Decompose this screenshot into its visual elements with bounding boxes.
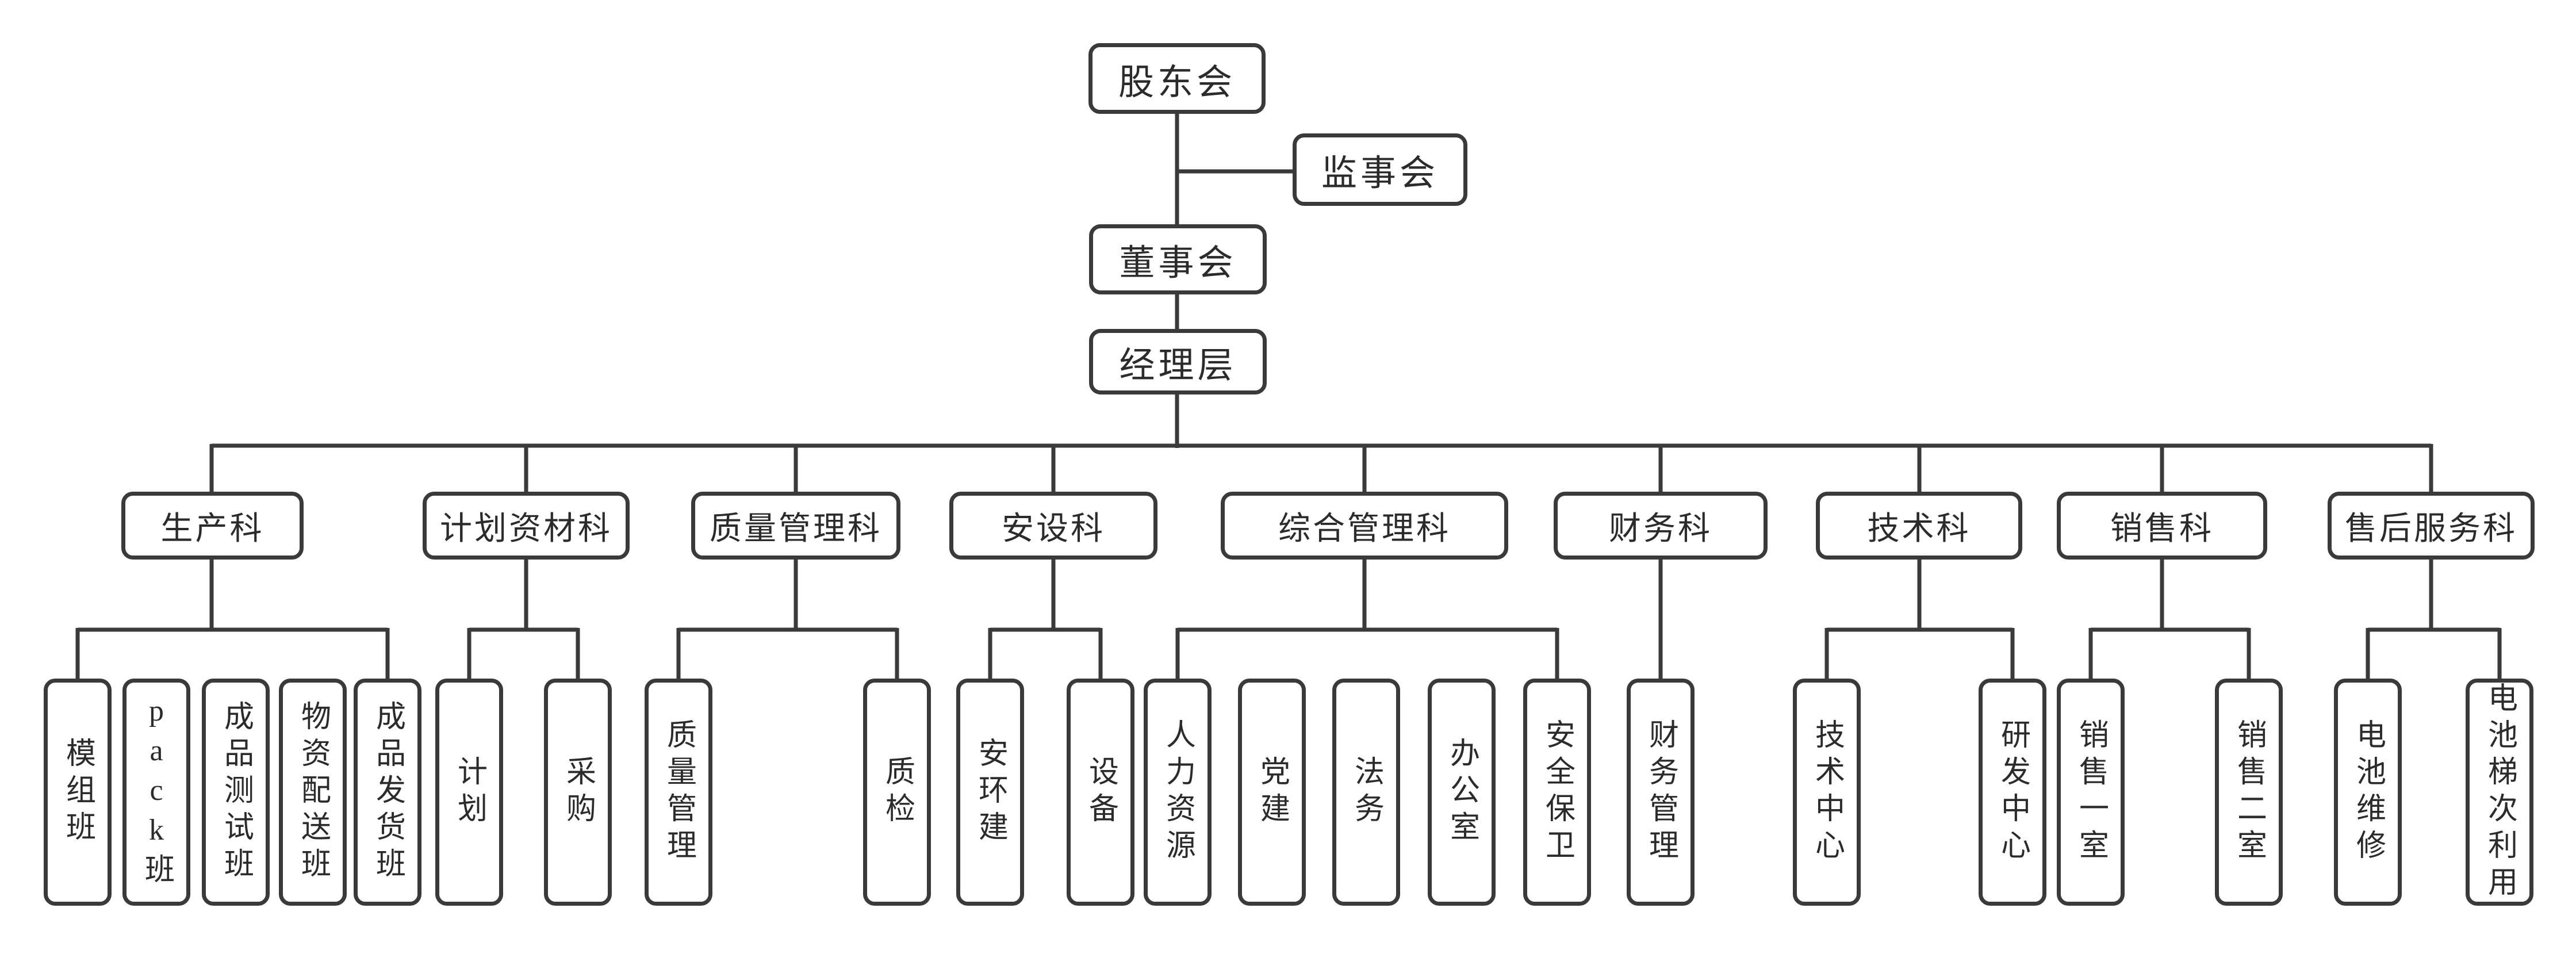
org-node-label: 安全保卫 [1540,718,1574,866]
org-unit: 技术中心 [1793,679,1861,906]
org-unit: 法务 [1332,679,1400,906]
org-unit: 办公室 [1428,679,1496,906]
org-node-label: 计划 [453,755,486,829]
org-dept-general-management: 综合管理科 [1221,492,1508,560]
org-unit: pack班 [122,679,190,906]
org-node-label: 党建 [1255,755,1289,829]
org-node-label: 电池维修 [2351,718,2385,866]
org-node-label: 监事会 [1321,154,1439,193]
org-unit: 安全保卫 [1523,679,1591,906]
org-node-label: 成品发货班 [371,700,404,884]
org-unit: 成品发货班 [354,679,421,906]
org-node-shareholders: 股东会 [1088,43,1266,114]
org-node-label: 安环建 [973,737,1007,848]
org-unit: 模组班 [44,679,112,906]
org-unit: 人力资源 [1144,679,1212,906]
connector-brackets [75,560,2502,679]
org-unit: 安环建 [956,679,1024,906]
org-node-label: pack班 [140,694,173,890]
org-unit: 采购 [544,679,612,906]
org-node-label: 成品测试班 [219,700,252,884]
org-node-supervisory-board: 监事会 [1293,133,1467,206]
org-node-label: 财务科 [1609,511,1712,547]
org-node-management: 经理层 [1089,329,1267,394]
org-node-label: 模组班 [61,737,94,848]
org-node-label: 人力资源 [1161,718,1194,866]
org-node-label: 采购 [561,755,595,829]
org-dept-production: 生产科 [121,492,304,560]
org-node-label: 技术科 [1867,511,1971,547]
org-node-label: 销售二室 [2232,718,2266,866]
org-node-label: 财务管理 [1644,718,1677,866]
org-unit: 销售一室 [2057,679,2125,906]
org-node-label: 计划资材科 [440,511,612,547]
org-unit: 成品测试班 [202,679,270,906]
org-node-label: 董事会 [1119,244,1237,283]
org-dept-sales: 销售科 [2057,492,2267,560]
org-unit: 销售二室 [2215,679,2283,906]
org-node-label: 设备 [1084,755,1117,829]
org-node-label: 办公室 [1445,737,1478,848]
connector-trunk [209,443,2433,492]
org-dept-safety-equipment: 安设科 [949,492,1157,560]
org-node-label: 生产科 [160,511,264,547]
org-node-label: 质量管理科 [710,511,882,547]
connector-top-chain [1175,114,1293,448]
org-node-label: 股东会 [1118,63,1236,102]
org-node-label: 经理层 [1119,346,1237,385]
org-dept-quality-management: 质量管理科 [691,492,900,560]
org-unit: 计划 [435,679,503,906]
org-node-label: 电池梯次利用 [2483,681,2516,903]
org-dept-finance: 财务科 [1554,492,1768,560]
org-node-label: 销售一室 [2074,718,2107,866]
org-unit: 电池维修 [2334,679,2402,906]
org-node-label: 销售科 [2110,511,2214,547]
org-node-label: 物资配送班 [296,700,329,884]
org-node-label: 安设科 [1002,511,1105,547]
org-node-label: 质检 [880,755,914,829]
org-dept-planning-materials: 计划资材科 [423,492,630,560]
org-unit: 质检 [863,679,931,906]
org-dept-after-sales-service: 售后服务科 [2328,492,2535,560]
org-unit: 研发中心 [1979,679,2046,906]
org-unit: 电池梯次利用 [2466,679,2533,906]
org-node-label: 法务 [1350,755,1383,829]
org-node-board-of-directors: 董事会 [1089,224,1267,294]
org-dept-technology: 技术科 [1816,492,2022,560]
org-unit: 质量管理 [645,679,712,906]
org-node-label: 技术中心 [1810,718,1843,866]
org-node-label: 研发中心 [1996,718,2029,866]
org-unit: 设备 [1067,679,1134,906]
org-node-label: 售后服务科 [2345,511,2517,547]
org-unit: 财务管理 [1627,679,1695,906]
org-node-label: 综合管理科 [1278,511,1451,547]
org-unit: 党建 [1238,679,1306,906]
org-unit: 物资配送班 [279,679,347,906]
org-node-label: 质量管理 [662,718,695,866]
